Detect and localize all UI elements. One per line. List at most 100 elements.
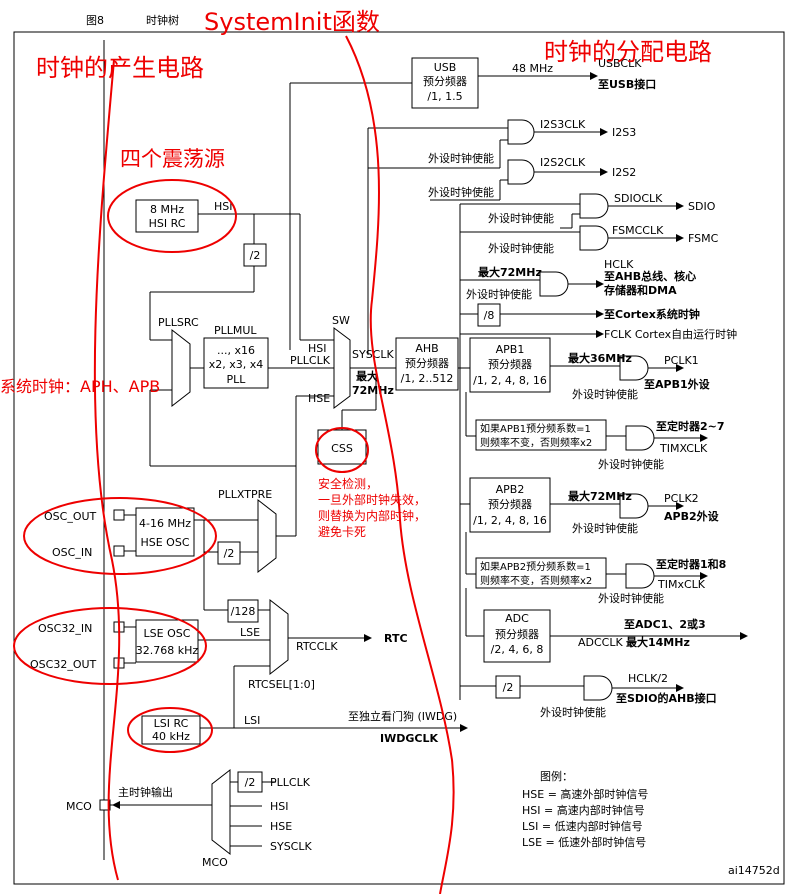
- hsi-circle: [107, 179, 237, 253]
- svg-text:72MHz: 72MHz: [352, 384, 394, 397]
- legend-item: HSE = 高速外部时钟信号: [522, 787, 648, 801]
- svg-text:外设时钟使能: 外设时钟使能: [488, 241, 554, 255]
- svg-text:至定时器1和8: 至定时器1和8: [656, 557, 726, 571]
- svg-text:/2: /2: [503, 681, 514, 694]
- svg-text:I2S3CLK: I2S3CLK: [540, 118, 586, 131]
- lsi-circle: [127, 707, 213, 753]
- legend-item: HSI = 高速内部时钟信号: [522, 803, 645, 817]
- svg-text:至独立看门狗 (IWDG): 至独立看门狗 (IWDG): [348, 709, 457, 723]
- svg-text:USBCLK: USBCLK: [598, 57, 642, 70]
- svg-text:I2S2CLK: I2S2CLK: [540, 156, 586, 169]
- adc-prescaler: [483, 609, 551, 663]
- css-note-3: 则替换为内部时钟，: [318, 508, 426, 523]
- svg-text:APB1: APB1: [496, 343, 525, 356]
- systeminit-annotation: SystemInit函数: [204, 8, 380, 36]
- svg-text:FSMC: FSMC: [688, 232, 719, 245]
- svg-text:外设时钟使能: 外设时钟使能: [598, 591, 664, 605]
- svg-text:TIMXCLK: TIMXCLK: [659, 442, 708, 455]
- i2s2-gate: [507, 159, 535, 185]
- svg-text:预分频器: 预分频器: [405, 356, 449, 370]
- svg-text:OSC_IN: OSC_IN: [52, 546, 92, 559]
- hse-circle: [23, 497, 217, 575]
- pll-block: [203, 337, 269, 389]
- svg-text:RTCSEL[1:0]: RTCSEL[1:0]: [248, 678, 315, 691]
- dist-annotation: 时钟的分配电路: [544, 38, 712, 66]
- svg-text:MCO: MCO: [66, 800, 92, 813]
- svg-text:PLLSRC: PLLSRC: [158, 316, 199, 329]
- svg-text:外设时钟使能: 外设时钟使能: [428, 151, 494, 165]
- svg-text:存储器和DMA: 存储器和DMA: [604, 283, 677, 297]
- rtcsel-mux: [269, 598, 289, 676]
- svg-text:CSS: CSS: [331, 442, 353, 455]
- svg-text:MCO: MCO: [202, 856, 228, 869]
- svg-text:外设时钟使能: 外设时钟使能: [572, 521, 638, 535]
- div8: [477, 303, 501, 327]
- svg-text:APB2: APB2: [496, 483, 525, 496]
- svg-text:48 MHz: 48 MHz: [512, 62, 553, 75]
- sdio-gate: [579, 193, 609, 219]
- red-divider-left: [93, 59, 121, 881]
- apb2-timer-mult: [475, 557, 607, 589]
- svg-text:至ADC1、2或3: 至ADC1、2或3: [624, 617, 706, 631]
- svg-text:LSI: LSI: [244, 714, 260, 727]
- lse-circle: [13, 607, 207, 685]
- fig-title: 时钟树: [146, 13, 179, 27]
- svg-text:HSE OSC: HSE OSC: [140, 536, 189, 549]
- svg-text:..., x16: ..., x16: [217, 344, 255, 357]
- osc-in-pin: [113, 545, 125, 557]
- sw-mux: [333, 327, 351, 409]
- svg-text:TIMxCLK: TIMxCLK: [657, 578, 706, 591]
- svg-text:LSE OSC: LSE OSC: [144, 627, 191, 640]
- hclk2-gate: [583, 675, 613, 701]
- svg-text:SYSCLK: SYSCLK: [270, 840, 312, 853]
- svg-text:HCLK: HCLK: [604, 258, 634, 271]
- fig-number: 图8: [86, 14, 104, 27]
- svg-text:4-16 MHz: 4-16 MHz: [139, 517, 191, 530]
- svg-text:至定时器2~7: 至定时器2~7: [656, 419, 725, 433]
- div128: [227, 599, 259, 623]
- svg-text:PLLMUL: PLLMUL: [214, 324, 257, 337]
- svg-text:PLLCLK: PLLCLK: [270, 776, 311, 789]
- svg-text:PCLK2: PCLK2: [664, 492, 699, 505]
- svg-text:/2: /2: [250, 249, 261, 262]
- svg-text:HSI: HSI: [308, 342, 327, 355]
- svg-text:/1, 2, 4, 8, 16: /1, 2, 4, 8, 16: [473, 374, 547, 387]
- svg-text:I2S3: I2S3: [612, 126, 636, 139]
- svg-text:APB2外设: APB2外设: [664, 509, 720, 523]
- svg-text:SDIO: SDIO: [688, 200, 716, 213]
- svg-text:/8: /8: [484, 309, 495, 322]
- svg-text:预分频器: 预分频器: [488, 497, 532, 511]
- svg-text:ADCCLK: ADCCLK: [578, 636, 623, 649]
- frame: [13, 31, 785, 885]
- four-src-annotation: 四个震荡源: [120, 147, 225, 171]
- svg-text:HSI: HSI: [270, 800, 289, 813]
- hse-div2: [217, 541, 241, 565]
- apb2-prescaler: [469, 477, 551, 533]
- apb1-prescaler: [469, 337, 551, 393]
- svg-text:OSC_OUT: OSC_OUT: [44, 510, 97, 523]
- gen-annotation: 时钟的产生电路: [36, 54, 204, 82]
- hse-osc: [135, 507, 195, 557]
- svg-text:主时钟输出: 主时钟输出: [118, 785, 173, 799]
- svg-text:FSMCCLK: FSMCCLK: [612, 224, 664, 237]
- svg-text:最大36MHz: 最大36MHz: [568, 351, 632, 365]
- hclk-gate: [539, 271, 569, 297]
- svg-text:外设时钟使能: 外设时钟使能: [428, 185, 494, 199]
- svg-text:外设时钟使能: 外设时钟使能: [488, 211, 554, 225]
- apb1-timer-mult: [475, 419, 607, 451]
- svg-text:预分频器: 预分频器: [488, 357, 532, 371]
- osc-out-pin: [113, 509, 125, 521]
- svg-text:/2: /2: [224, 547, 235, 560]
- svg-text:则频率不变，否则频率x2: 则频率不变，否则频率x2: [480, 574, 592, 587]
- svg-text:SDIOCLK: SDIOCLK: [614, 192, 663, 205]
- svg-text:外设时钟使能: 外设时钟使能: [540, 705, 606, 719]
- pclk2-gate: [619, 493, 649, 519]
- css-note-4: 避免卡死: [318, 524, 366, 539]
- hclk-div2: [495, 675, 521, 699]
- svg-text:/2, 4, 6, 8: /2, 4, 6, 8: [491, 643, 544, 656]
- svg-text:如果APB1预分频系数=1: 如果APB1预分频系数=1: [480, 422, 591, 435]
- svg-text:FCLK Cortex自由运行时钟: FCLK Cortex自由运行时钟: [604, 327, 737, 341]
- svg-text:PLLCLK: PLLCLK: [290, 354, 331, 367]
- svg-text:外设时钟使能: 外设时钟使能: [466, 287, 532, 301]
- red-divider-right: [345, 35, 455, 894]
